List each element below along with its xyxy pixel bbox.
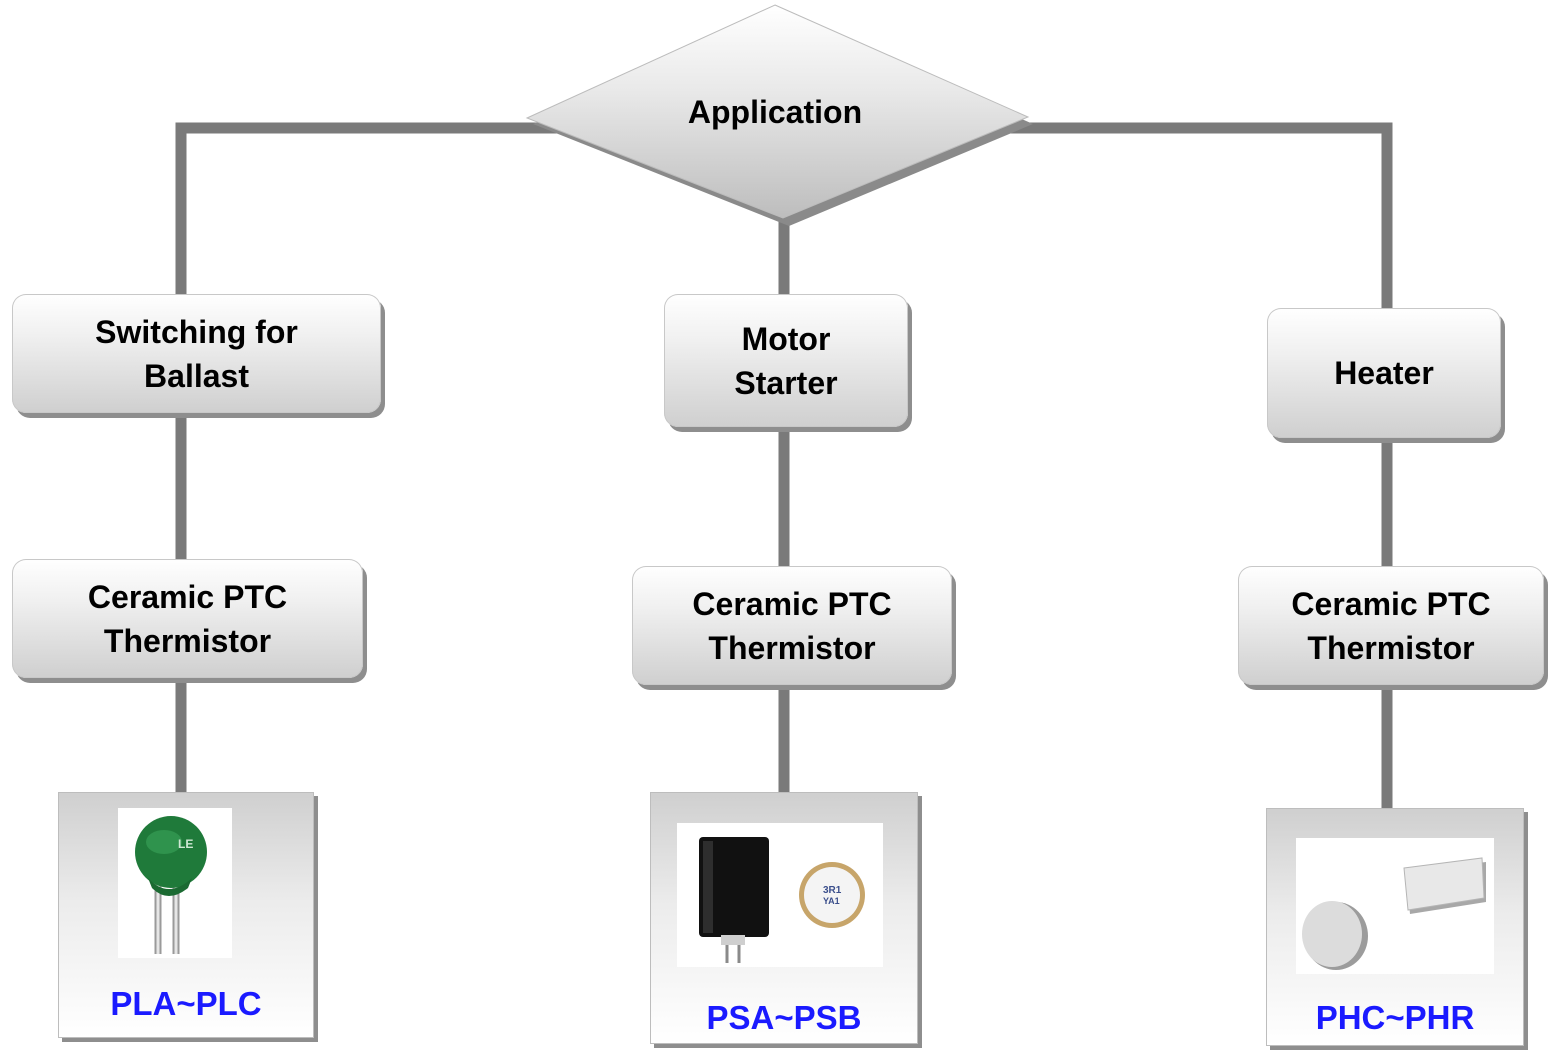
- svg-text:YA1: YA1: [823, 896, 840, 906]
- connector-line: [175, 122, 1393, 816]
- product-card-pla-plc: LE PLA~PLC: [58, 792, 314, 1038]
- product-card-psa-psb: 3R1 YA1 PSA~PSB: [650, 792, 918, 1044]
- application-label: Heater: [1334, 355, 1434, 391]
- application-label: Switching for Ballast: [95, 313, 298, 394]
- heater-element-icon: [1296, 838, 1494, 974]
- component-label: Ceramic PTC Thermistor: [87, 578, 288, 659]
- svg-text:LE: LE: [178, 837, 193, 851]
- component-box-1: Ceramic PTC Thermistor: [12, 559, 363, 678]
- application-box-motor-starter: Motor Starter: [664, 294, 908, 427]
- decision-diamond: [525, 4, 1030, 219]
- product-card-phc-phr: PHC~PHR: [1266, 808, 1524, 1046]
- component-box-2: Ceramic PTC Thermistor: [632, 566, 952, 685]
- product-label: PSA~PSB: [706, 999, 862, 1036]
- component-box-3: Ceramic PTC Thermistor: [1238, 566, 1544, 685]
- product-label: PLA~PLC: [110, 985, 262, 1022]
- disc-thermistor-icon: LE: [118, 808, 232, 958]
- svg-text:3R1: 3R1: [823, 885, 842, 896]
- application-box-heater: Heater: [1267, 308, 1501, 438]
- component-label: Ceramic PTC Thermistor: [1291, 585, 1491, 666]
- application-label: Motor Starter: [734, 320, 838, 401]
- component-label: Ceramic PTC Thermistor: [692, 585, 892, 666]
- application-box-ballast: Switching for Ballast: [12, 294, 381, 413]
- product-label: PHC~PHR: [1315, 999, 1475, 1036]
- motor-starter-thermistor-icon: 3R1 YA1: [677, 823, 883, 967]
- application-root-label: Application: [687, 94, 863, 130]
